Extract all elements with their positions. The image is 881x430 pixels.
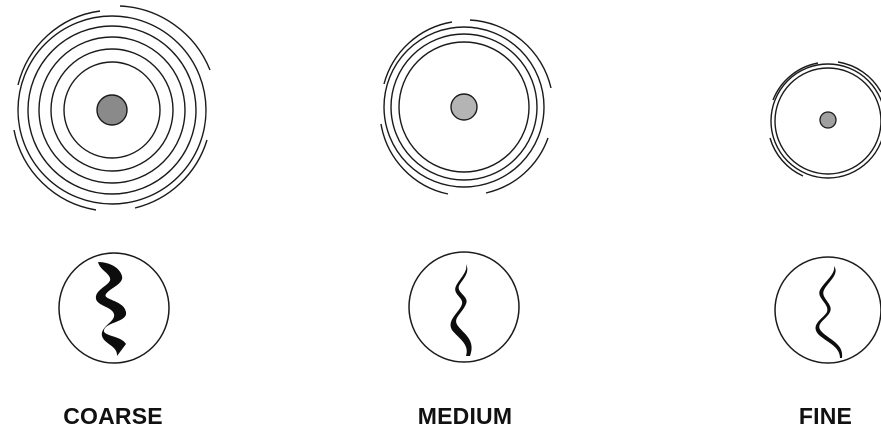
- medium-center-dot: [451, 94, 477, 120]
- coarse-shaving-icon: [59, 253, 169, 363]
- fine-center-dot: [820, 112, 836, 128]
- medium-shaving-icon: [409, 252, 519, 362]
- coarse-label: COARSE: [48, 402, 178, 430]
- fine-shaving-icon: [775, 257, 881, 363]
- fine-label: FINE: [770, 402, 881, 430]
- medium-label: MEDIUM: [400, 402, 530, 430]
- coarse-center-dot: [97, 95, 127, 125]
